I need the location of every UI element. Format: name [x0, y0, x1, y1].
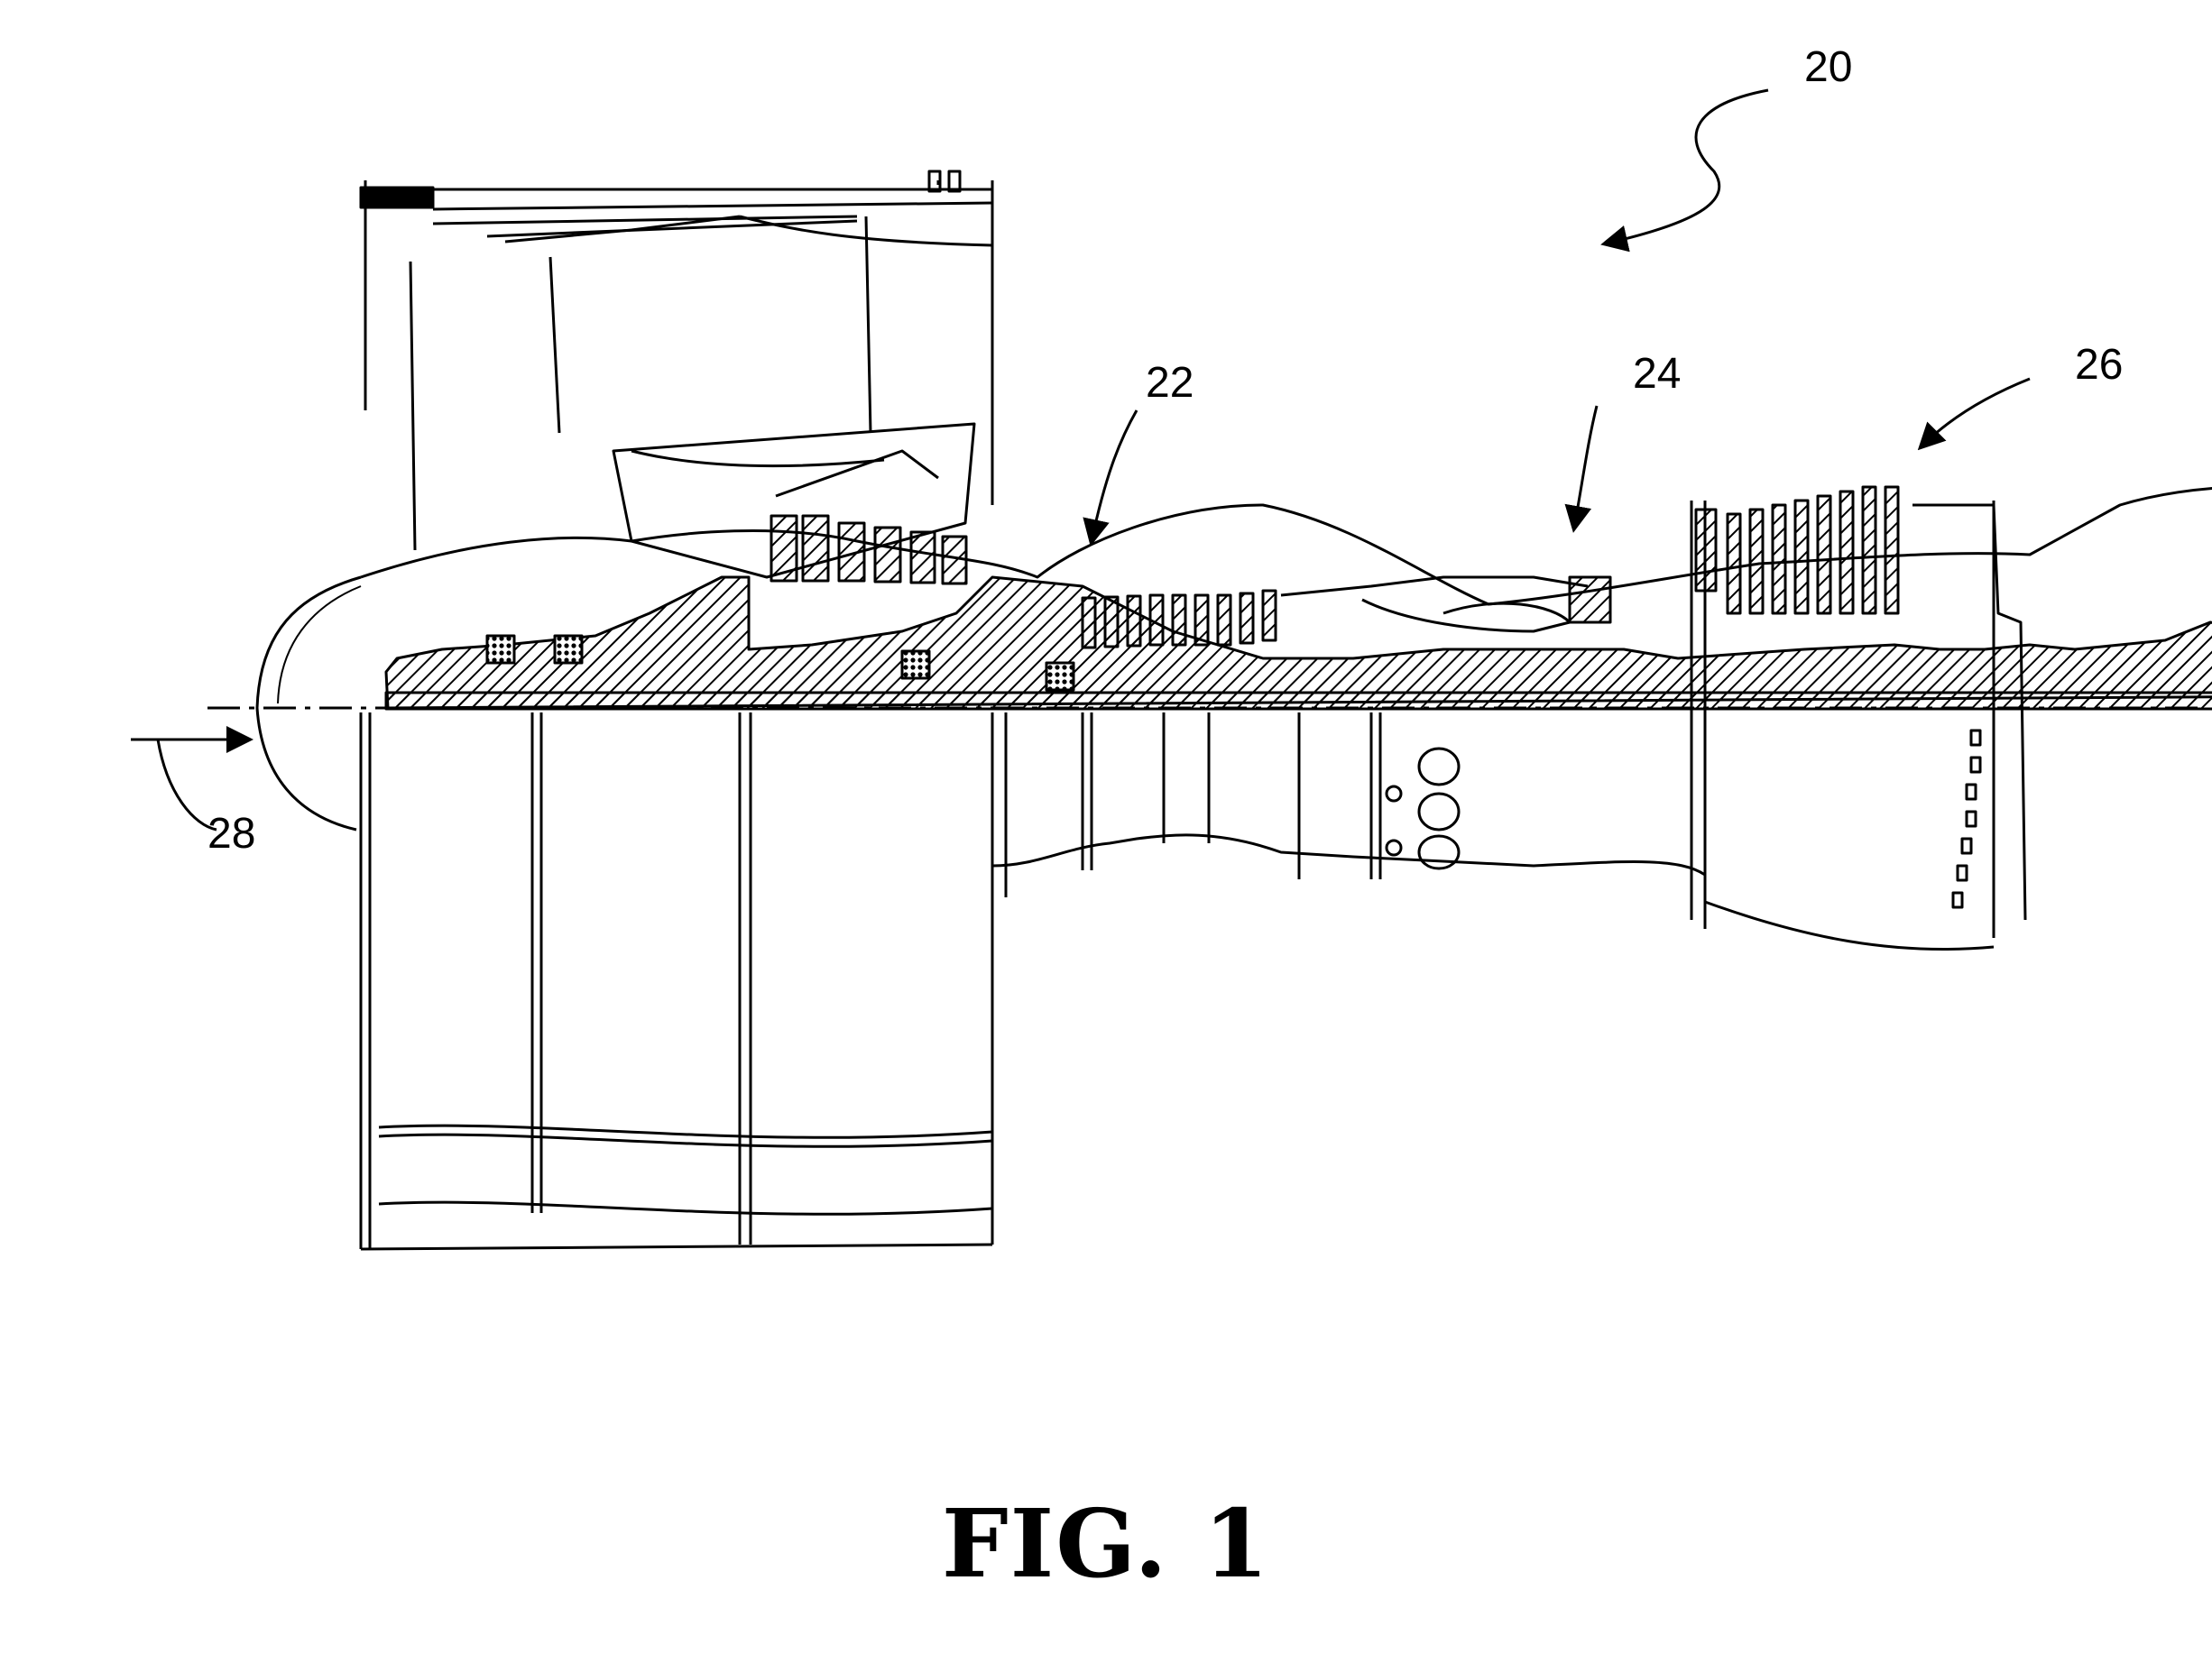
high-pressure-compressor-blades — [1083, 591, 1276, 648]
fan-case-lower — [361, 712, 992, 1249]
fuel-injectors — [1387, 749, 1459, 868]
spinner — [257, 577, 361, 830]
turbine-blades — [1696, 487, 1898, 613]
leader-26 — [1922, 379, 2030, 446]
label-26: 26 — [2075, 341, 2123, 389]
label-24: 24 — [1633, 350, 1681, 398]
combustor-section — [1281, 577, 1610, 631]
cooling-holes — [1953, 731, 1980, 907]
leader-24 — [1574, 406, 1597, 528]
figure-caption: FIG. 1 — [0, 1488, 2212, 1599]
core-casing-lower — [992, 712, 1705, 897]
label-28: 28 — [207, 810, 255, 858]
label-20: 20 — [1804, 43, 1852, 91]
label-22: 22 — [1146, 359, 1194, 407]
leader-22 — [1092, 410, 1137, 541]
rotor-shaft — [386, 577, 2212, 708]
leader-20 — [1606, 90, 1768, 244]
fan-case — [361, 171, 992, 550]
